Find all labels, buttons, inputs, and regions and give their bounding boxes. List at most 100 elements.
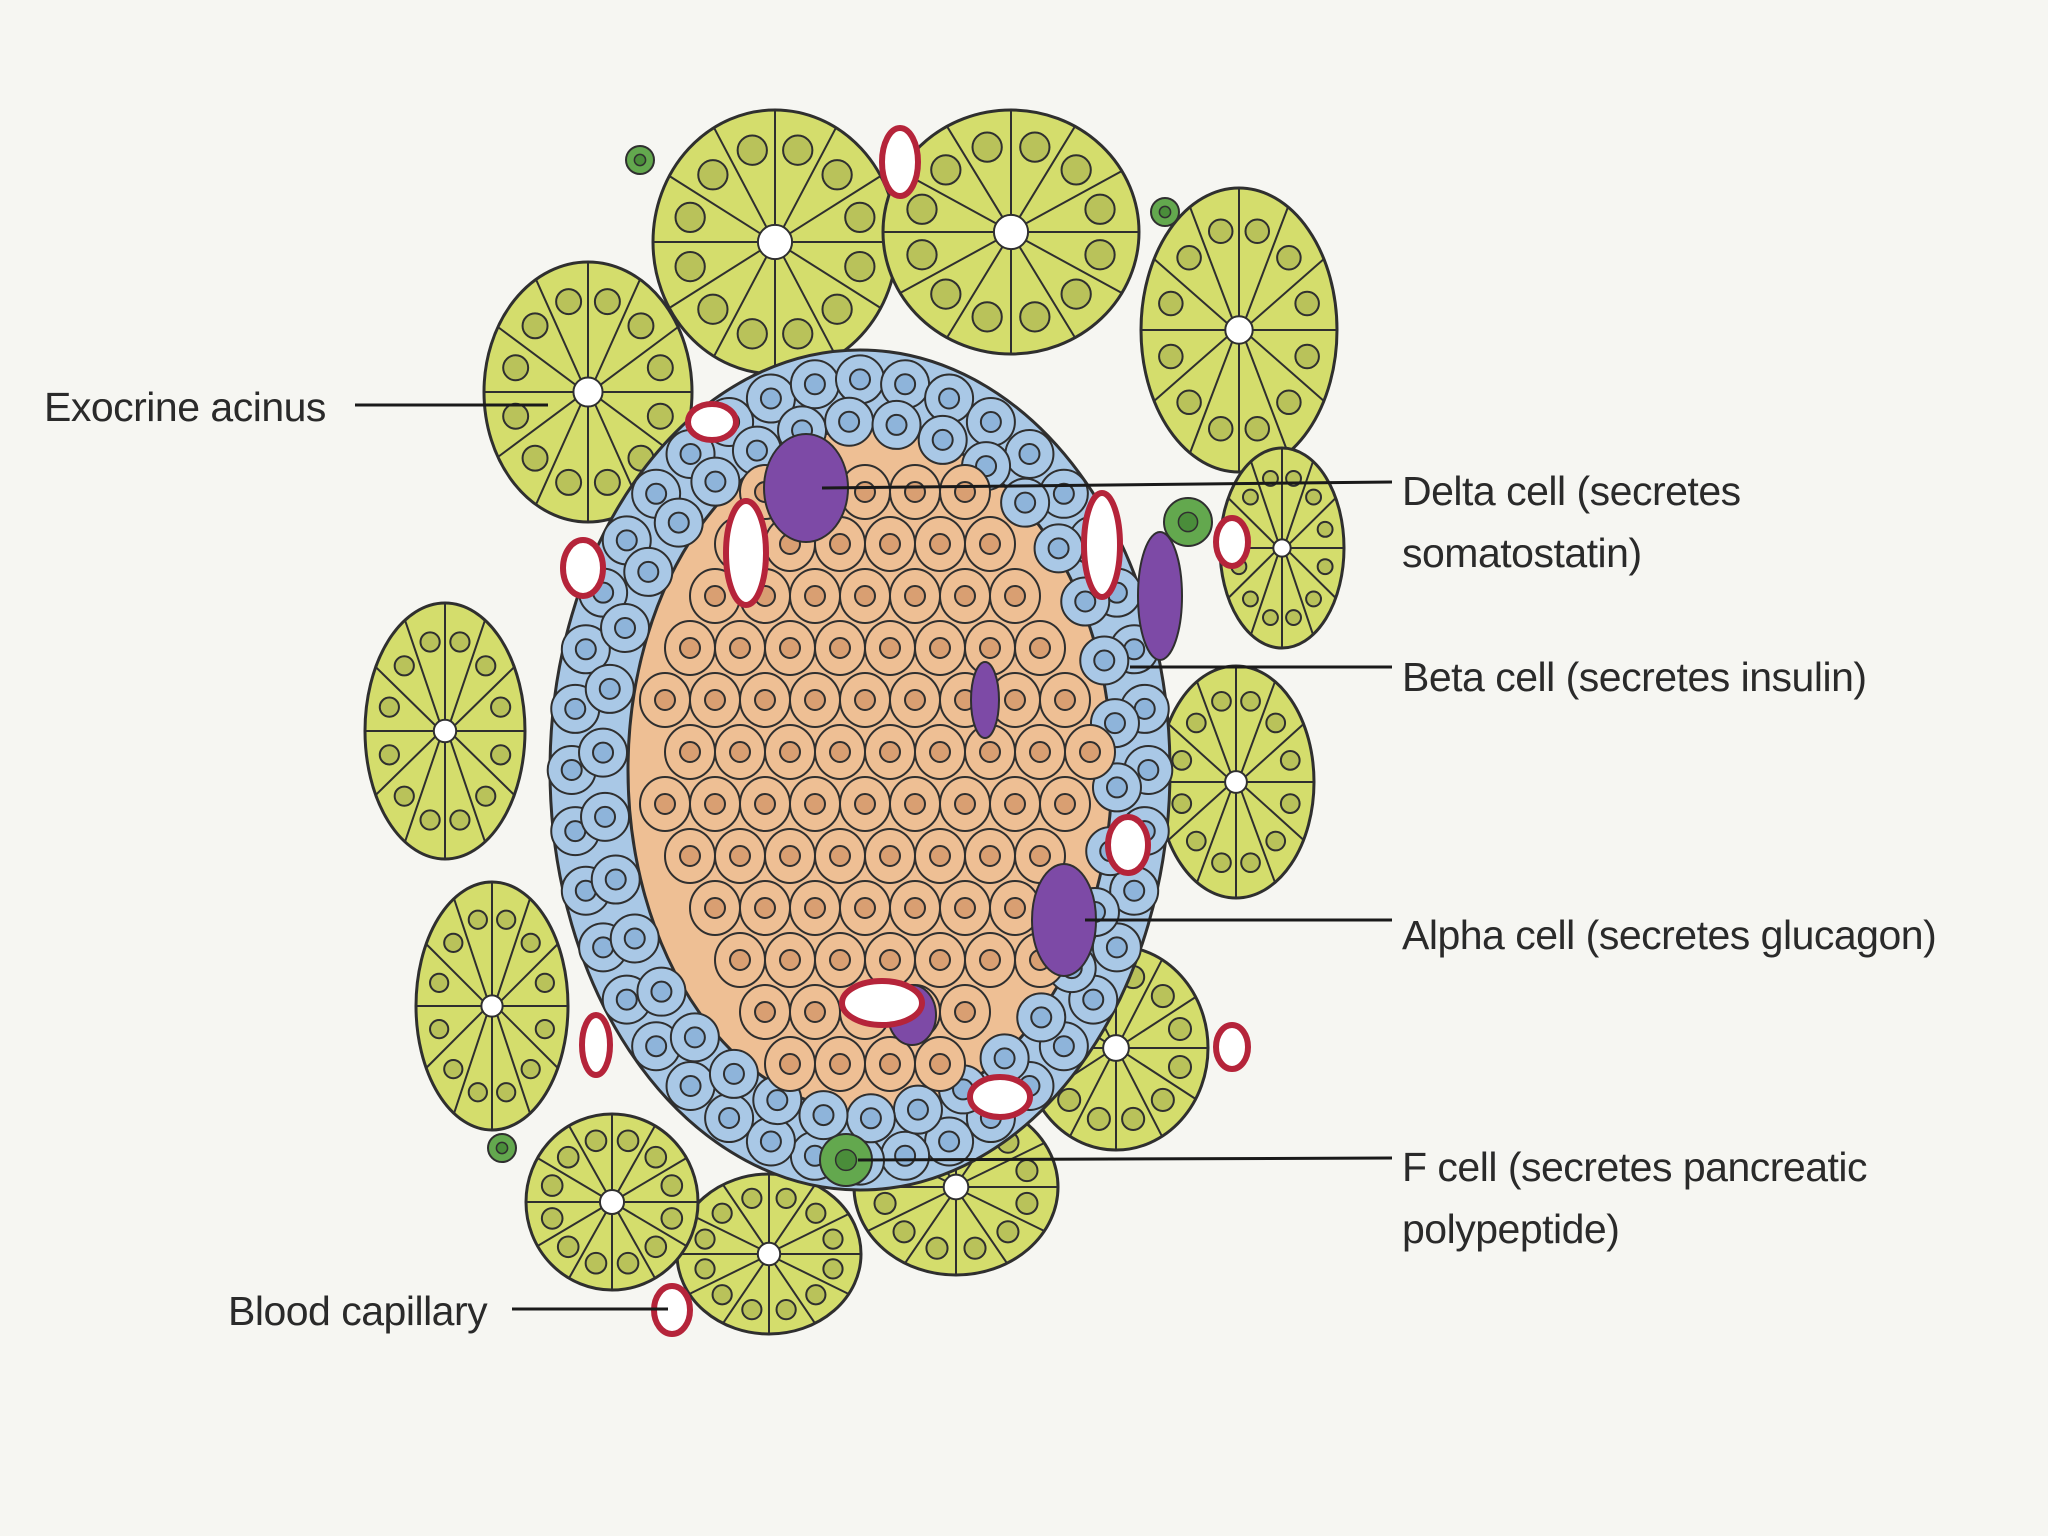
- acinar-cell-border: [1288, 551, 1337, 599]
- acinar-nucleus: [711, 1284, 733, 1306]
- acinar-nucleus: [644, 1235, 668, 1259]
- acinar-nucleus: [521, 312, 549, 340]
- alpha-cell-nucleus: [722, 1062, 745, 1085]
- acinus: [1156, 664, 1316, 900]
- acinar-cell-border: [1153, 336, 1228, 402]
- acinar-nucleus: [644, 1145, 668, 1169]
- delta-cell: [970, 661, 1000, 739]
- alpha-cell-nucleus: [1014, 491, 1037, 514]
- blood-capillary: [839, 978, 925, 1028]
- f-cell-nucleus: [495, 1141, 509, 1155]
- acinar-nucleus: [502, 402, 530, 430]
- acinar-nucleus: [584, 1251, 608, 1275]
- acinar-nucleus: [1084, 239, 1116, 271]
- acinar-nucleus: [467, 909, 488, 930]
- acinar-cell-border: [1196, 681, 1232, 773]
- acinar-cell-border: [1189, 341, 1234, 454]
- acinus: [675, 1172, 863, 1336]
- acinar-nucleus: [443, 1059, 464, 1080]
- acinar-nucleus: [674, 201, 706, 234]
- beta-cell-nucleus: [754, 689, 776, 711]
- beta-cell-nucleus: [754, 897, 776, 919]
- acinar-cell-border: [496, 1014, 531, 1114]
- alpha-cell-nucleus: [812, 1104, 835, 1127]
- beta-cell-nucleus: [754, 793, 776, 815]
- acinar-cell-border: [1126, 996, 1197, 1043]
- acinus-lumen: [756, 1241, 782, 1267]
- acinar-cell-border: [1240, 791, 1276, 883]
- acinus-lumen: [432, 718, 458, 744]
- acinar-nucleus: [1015, 1159, 1039, 1183]
- alpha-cell-nucleus: [745, 439, 768, 462]
- beta-cell-nucleus: [729, 637, 751, 659]
- acinar-cell-border: [535, 404, 582, 505]
- acinar-cell-border: [773, 1184, 816, 1245]
- beta-cell-nucleus: [804, 689, 826, 711]
- acinar-cell-border: [782, 256, 837, 357]
- acinar-nucleus: [490, 696, 512, 718]
- beta-cell-nucleus: [929, 949, 951, 971]
- acinus-lumen: [1102, 1034, 1130, 1062]
- acinar-cell-border: [1227, 497, 1276, 545]
- acinar-nucleus: [694, 1258, 716, 1280]
- beta-cell-nucleus: [1004, 897, 1026, 919]
- acinar-nucleus: [419, 631, 441, 653]
- beta-cell-nucleus: [779, 949, 801, 971]
- acinus: [414, 880, 570, 1132]
- alpha-cell-nucleus: [938, 1130, 961, 1153]
- beta-cell-nucleus: [729, 741, 751, 763]
- acinar-nucleus: [822, 1228, 844, 1250]
- acinar-cell-border: [722, 1263, 765, 1324]
- alpha-cell-nucleus: [623, 927, 646, 950]
- alpha-cell-nucleus: [667, 511, 690, 534]
- acinar-cell-border: [1025, 170, 1123, 225]
- label-blood-capillary: Blood capillary: [228, 1280, 488, 1342]
- alpha-cell-nucleus: [1047, 537, 1070, 560]
- acinar-nucleus: [736, 318, 768, 350]
- alpha-cell-nucleus: [645, 1035, 668, 1058]
- acinar-nucleus: [1015, 1191, 1039, 1215]
- beta-cell-nucleus: [804, 585, 826, 607]
- blood-capillary: [685, 401, 739, 443]
- alpha-cell-nucleus: [598, 677, 621, 700]
- beta-cell-nucleus: [829, 533, 851, 555]
- acinar-nucleus: [660, 1207, 684, 1230]
- acinar-cell-border: [621, 1207, 687, 1247]
- acinar-nucleus: [555, 288, 583, 316]
- acinus-lumen: [598, 1188, 626, 1216]
- f-cell-nucleus: [834, 1148, 858, 1172]
- acinar-cell-border: [404, 619, 441, 722]
- acinar-cell-border: [404, 740, 441, 843]
- acinar-cell-border: [1227, 551, 1276, 599]
- beta-cell-nucleus: [704, 897, 726, 919]
- acinus: [651, 108, 899, 376]
- acinus: [482, 260, 694, 524]
- acinar-nucleus: [1171, 793, 1193, 814]
- acinar-cell-border: [1250, 461, 1279, 541]
- beta-cell-nucleus: [804, 897, 826, 919]
- alpha-cell-nucleus: [615, 529, 638, 552]
- beta-cell-nucleus: [929, 1053, 951, 1075]
- alpha-cell-nucleus: [931, 428, 954, 451]
- alpha-cell-nucleus: [894, 1144, 917, 1167]
- acinar-nucleus: [627, 312, 655, 340]
- alpha-cell-nucleus: [592, 741, 615, 764]
- label-exocrine-acinus: Exocrine acinus: [44, 376, 326, 438]
- acinar-nucleus: [1244, 218, 1271, 245]
- beta-cell-nucleus: [1079, 741, 1101, 763]
- acinus-lumen: [1224, 315, 1254, 345]
- acinar-nucleus: [805, 1284, 827, 1306]
- beta-cell-nucleus: [679, 845, 701, 867]
- acinar-cell-border: [568, 1211, 607, 1279]
- acinar-nucleus: [930, 278, 962, 310]
- beta-cell-nucleus: [1029, 637, 1051, 659]
- beta-cell-nucleus: [929, 741, 951, 763]
- alpha-cell-nucleus: [1123, 879, 1146, 902]
- blood-capillary: [1105, 814, 1151, 876]
- acinar-nucleus: [534, 1018, 555, 1040]
- acinar-cell-border: [500, 1010, 559, 1069]
- beta-cell-nucleus: [854, 689, 876, 711]
- acinar-nucleus: [1316, 558, 1334, 576]
- acinar-cell-border: [449, 619, 486, 722]
